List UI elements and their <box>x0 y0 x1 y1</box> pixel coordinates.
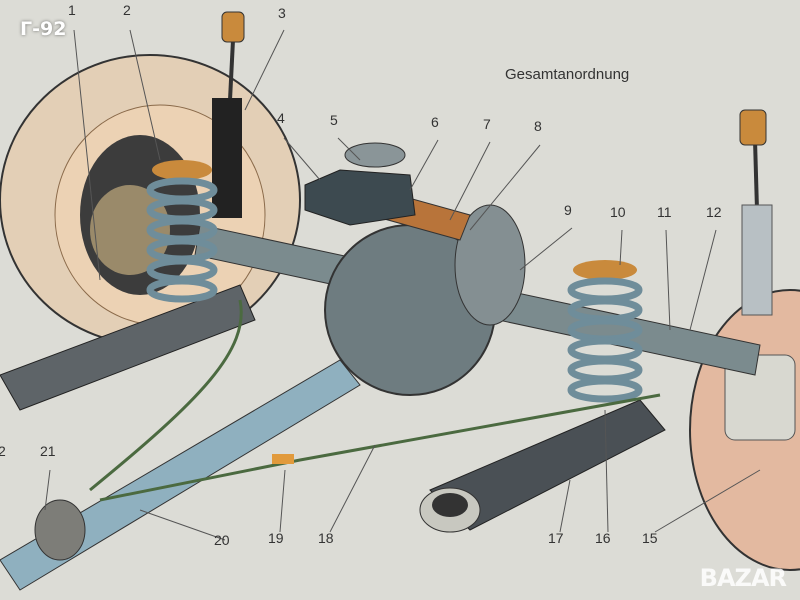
label-9: 9 <box>564 202 572 218</box>
brake-cables <box>89 299 661 502</box>
label-8: 8 <box>534 118 542 134</box>
label-15: 15 <box>642 530 658 546</box>
label-5: 5 <box>330 112 338 128</box>
label-6: 6 <box>431 114 439 130</box>
left-wheel <box>0 54 301 346</box>
label-1: 1 <box>68 2 76 18</box>
right-shock-absorber <box>739 109 773 316</box>
right-control-arm <box>419 399 666 533</box>
label-3: 3 <box>278 5 286 21</box>
label-2: 2 <box>123 2 131 18</box>
label-16: 16 <box>595 530 611 546</box>
left-shock-absorber <box>212 11 245 218</box>
label-19: 19 <box>268 530 284 546</box>
watermark-logo: BAZAR <box>699 564 787 592</box>
label-12: 12 <box>706 204 722 220</box>
left-coil-spring <box>146 160 218 303</box>
drive-shaft <box>0 359 361 591</box>
label-4: 4 <box>277 110 285 126</box>
label-21: 21 <box>40 443 56 459</box>
label-10: 10 <box>610 204 626 220</box>
diagram-title: Gesamtanordnung <box>505 66 630 83</box>
right-wheel <box>689 289 800 571</box>
listing-badge: Г-92 <box>20 18 67 40</box>
label-17: 17 <box>548 530 564 546</box>
label-11: 11 <box>657 204 672 220</box>
label-22: 2 <box>0 443 6 459</box>
label-20: 20 <box>214 532 230 548</box>
label-7: 7 <box>483 116 491 132</box>
rubber-mount <box>304 142 416 226</box>
left-control-arm <box>0 284 256 411</box>
right-coil-spring <box>567 260 643 403</box>
label-18: 18 <box>318 530 334 546</box>
leader-lines <box>44 29 761 541</box>
